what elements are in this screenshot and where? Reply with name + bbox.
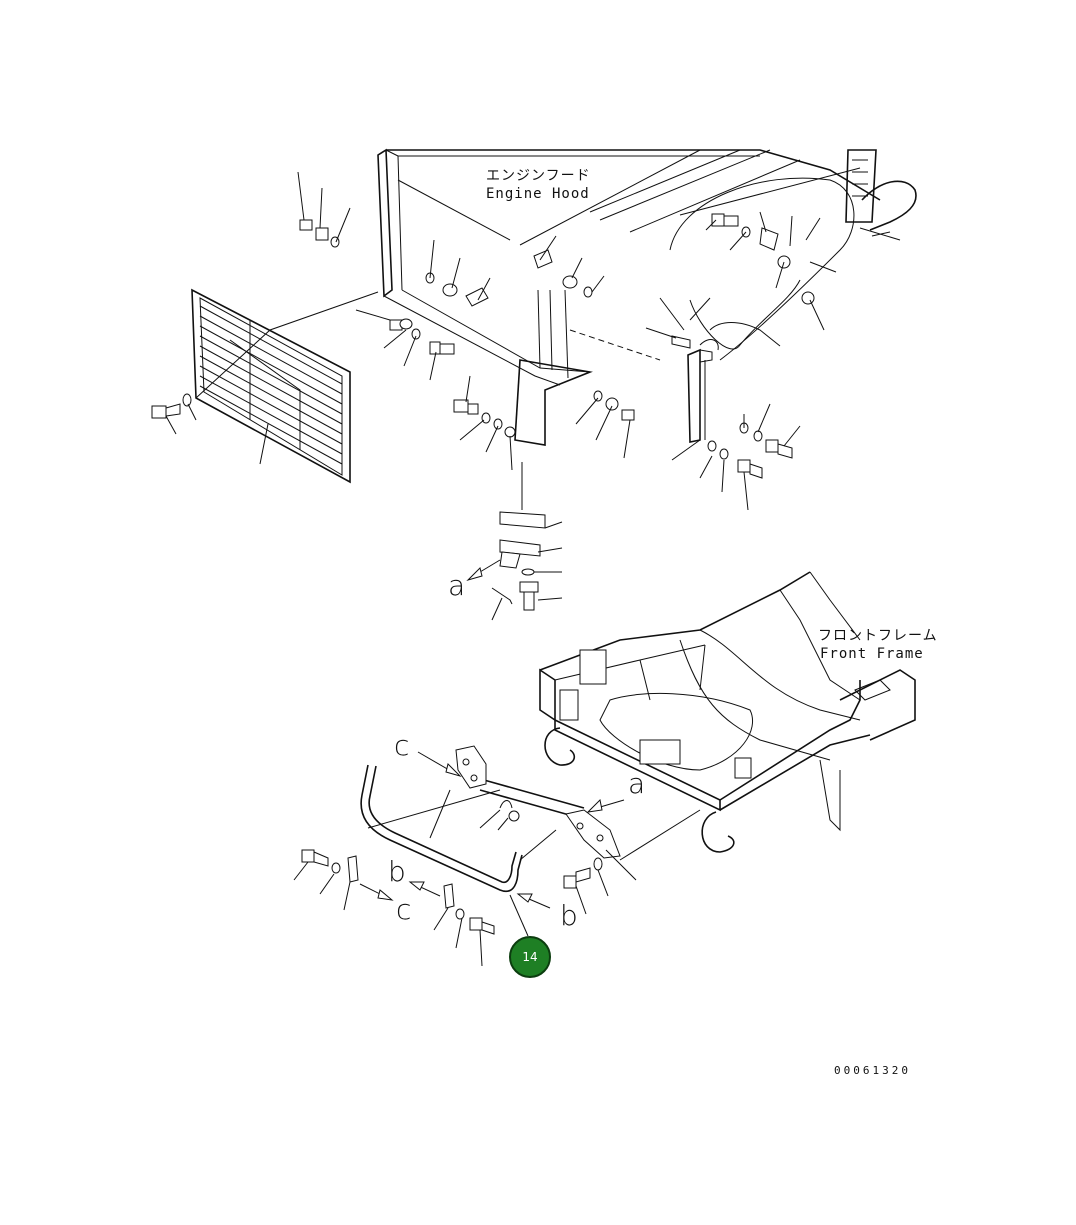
guard-bar-assembly: [347, 745, 621, 909]
radiator-grille: [191, 288, 379, 484]
side-bracket: [687, 339, 719, 443]
engine-hood-assembly: [377, 148, 917, 446]
grille-slat: [199, 315, 343, 395]
view-letter-b-left: b: [388, 855, 406, 888]
callout-badge[interactable]: 14: [509, 936, 551, 978]
view-letter-c-upper: c: [394, 729, 410, 762]
view-letter-a-upper: a: [448, 569, 466, 602]
grille-slat: [199, 305, 343, 385]
engine-hood-label-jp: エンジンフード: [486, 168, 591, 184]
grille-slat: [199, 345, 343, 425]
grille-slat: [199, 355, 343, 435]
view-letter-c-lower: c: [396, 893, 412, 926]
latch-parts: [491, 462, 546, 611]
front-frame-assembly: [539, 571, 916, 853]
grille-slat: [199, 335, 343, 415]
view-letter-b-right: b: [560, 899, 578, 932]
document-number: 00061320: [834, 1064, 911, 1077]
grille-slat: [199, 325, 343, 405]
fasteners: [151, 213, 815, 935]
grille-slat: [199, 375, 343, 455]
grille-slat: [199, 385, 343, 465]
engine-hood-label-en: Engine Hood: [486, 186, 590, 202]
view-letter-a-lower: a: [628, 767, 646, 800]
view-arrows: [359, 559, 625, 909]
front-frame-label-en: Front Frame: [820, 646, 924, 662]
grille-slat: [199, 365, 343, 445]
front-frame-label-jp: フロントフレーム: [818, 628, 938, 644]
leader-lines: [165, 171, 837, 967]
